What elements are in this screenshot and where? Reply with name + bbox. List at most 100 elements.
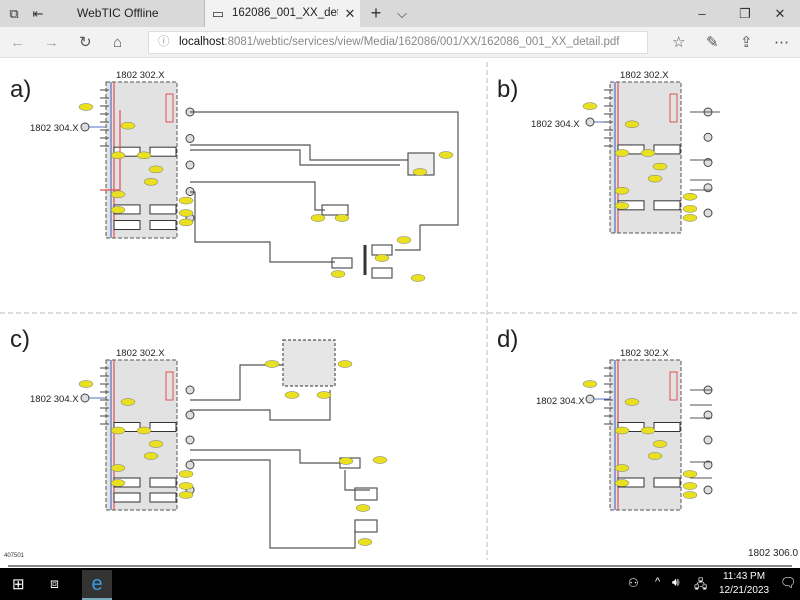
component-tag — [438, 151, 454, 159]
forward-icon[interactable]: → — [44, 34, 59, 51]
clock-date[interactable]: 12/21/2023 — [718, 585, 770, 596]
solenoid-valve — [113, 220, 141, 231]
page-icon: ▭ — [211, 6, 225, 21]
component-tag — [310, 214, 326, 222]
component-tag — [410, 274, 426, 282]
component-tag — [652, 440, 668, 448]
component-tag — [110, 464, 126, 472]
valve-block-title: 1802 302.X — [620, 70, 669, 81]
port-circle — [703, 460, 713, 470]
set-aside-tabs-icon[interactable]: ⇤ — [32, 6, 44, 21]
component-tag — [264, 360, 280, 368]
solenoid-valve — [149, 220, 177, 231]
component-tag — [330, 270, 346, 278]
valve-block-title: 1802 302.X — [116, 348, 165, 359]
component-tag — [652, 162, 668, 171]
relief-valve — [669, 93, 678, 123]
tab-pdf[interactable]: ▭ 162086_001_XX_detail.p ✕ — [205, 0, 360, 27]
restore-icon[interactable]: ❐ — [739, 6, 751, 21]
component-tag — [357, 538, 373, 546]
component-tag — [682, 205, 698, 213]
solenoid-valve — [653, 422, 681, 432]
home-icon[interactable]: ⌂ — [113, 34, 123, 51]
refresh-icon[interactable]: ↻ — [79, 34, 92, 51]
new-tab-icon[interactable]: + — [370, 3, 382, 23]
url-input[interactable]: ⓘ localhost:8081/webtic/services/view/Me… — [148, 31, 648, 54]
close-window-icon[interactable]: ✕ — [774, 6, 786, 21]
panel-label: b) — [497, 76, 518, 103]
component-tag — [78, 103, 94, 111]
solenoid-valve — [113, 492, 141, 503]
component-tag — [148, 440, 164, 448]
more-icon[interactable]: ⋯ — [774, 34, 789, 51]
component-tag — [640, 426, 656, 435]
task-view-icon[interactable]: ⧈ — [50, 575, 59, 591]
notifications-icon[interactable]: 🗨︎ — [780, 575, 797, 590]
component-tag — [355, 504, 371, 512]
component-tag — [682, 470, 698, 478]
component-tag — [647, 452, 663, 460]
solenoid-valve — [149, 477, 177, 488]
component-tag — [120, 398, 136, 406]
port-circle — [703, 208, 713, 218]
edge-icon[interactable]: e — [82, 570, 112, 600]
minimize-icon[interactable]: – — [698, 6, 706, 21]
port-circle — [185, 160, 195, 170]
port-circle — [703, 132, 713, 142]
favorites-icon[interactable]: ☆ — [672, 34, 686, 51]
component-tag — [682, 214, 698, 222]
component-tag — [647, 174, 663, 183]
component-tag — [374, 254, 390, 262]
port-circle — [185, 435, 195, 445]
component-tag — [614, 479, 630, 487]
input-label: 1802 304.X — [30, 123, 79, 134]
back-icon[interactable]: ← — [10, 34, 25, 51]
component-tag — [178, 470, 194, 478]
url-host: localhost — [179, 36, 225, 48]
panel-label: d) — [497, 326, 518, 353]
info-icon: ⓘ — [158, 36, 170, 48]
port-circle — [703, 485, 713, 495]
component-tag — [284, 391, 300, 399]
port-circle — [585, 394, 595, 404]
horizontal-scrollbar[interactable] — [8, 565, 792, 567]
component-tag — [334, 214, 350, 222]
footer-left: 407501 — [4, 553, 25, 559]
panel-label: a) — [10, 76, 31, 103]
network-icon[interactable]: 🖧 — [694, 577, 708, 591]
component-tag — [614, 464, 630, 472]
solenoid-valve — [113, 422, 141, 432]
component-tag — [178, 482, 194, 490]
solenoid-valve — [653, 144, 681, 155]
component-tag — [110, 206, 126, 214]
valve-block-title: 1802 302.X — [620, 348, 669, 359]
windows-start-icon[interactable]: ⊞ — [12, 576, 25, 593]
solenoid-valve — [653, 477, 681, 488]
component-tag — [136, 426, 152, 435]
share-icon[interactable]: ⇪ — [740, 34, 753, 51]
chevron-down-icon[interactable]: ⌵ — [397, 6, 407, 21]
component-tag — [178, 218, 194, 227]
volume-icon[interactable]: 🔊︎ — [672, 575, 680, 589]
port-circle — [703, 435, 713, 445]
clock-time[interactable]: 11:43 PM — [722, 571, 766, 582]
port-circle — [80, 393, 90, 403]
component-tag — [178, 491, 194, 499]
chevron-up-icon[interactable]: ^ — [655, 576, 661, 588]
tab-actions-icon[interactable]: ⧉ — [9, 6, 19, 21]
component-tag — [338, 457, 354, 465]
component-tag — [396, 236, 412, 244]
close-tab-icon[interactable]: ✕ — [344, 6, 356, 21]
pen-icon[interactable]: ✎ — [706, 34, 719, 51]
component-tag — [136, 151, 152, 160]
component-tag — [624, 120, 640, 129]
component-tag — [614, 202, 630, 210]
panel-c-piping — [190, 339, 378, 549]
component-tag — [120, 121, 136, 130]
component-tag — [614, 149, 630, 157]
tab-webtic-offline[interactable]: WebTIC Offline — [50, 0, 205, 27]
people-icon[interactable]: ⚇ — [628, 576, 639, 590]
